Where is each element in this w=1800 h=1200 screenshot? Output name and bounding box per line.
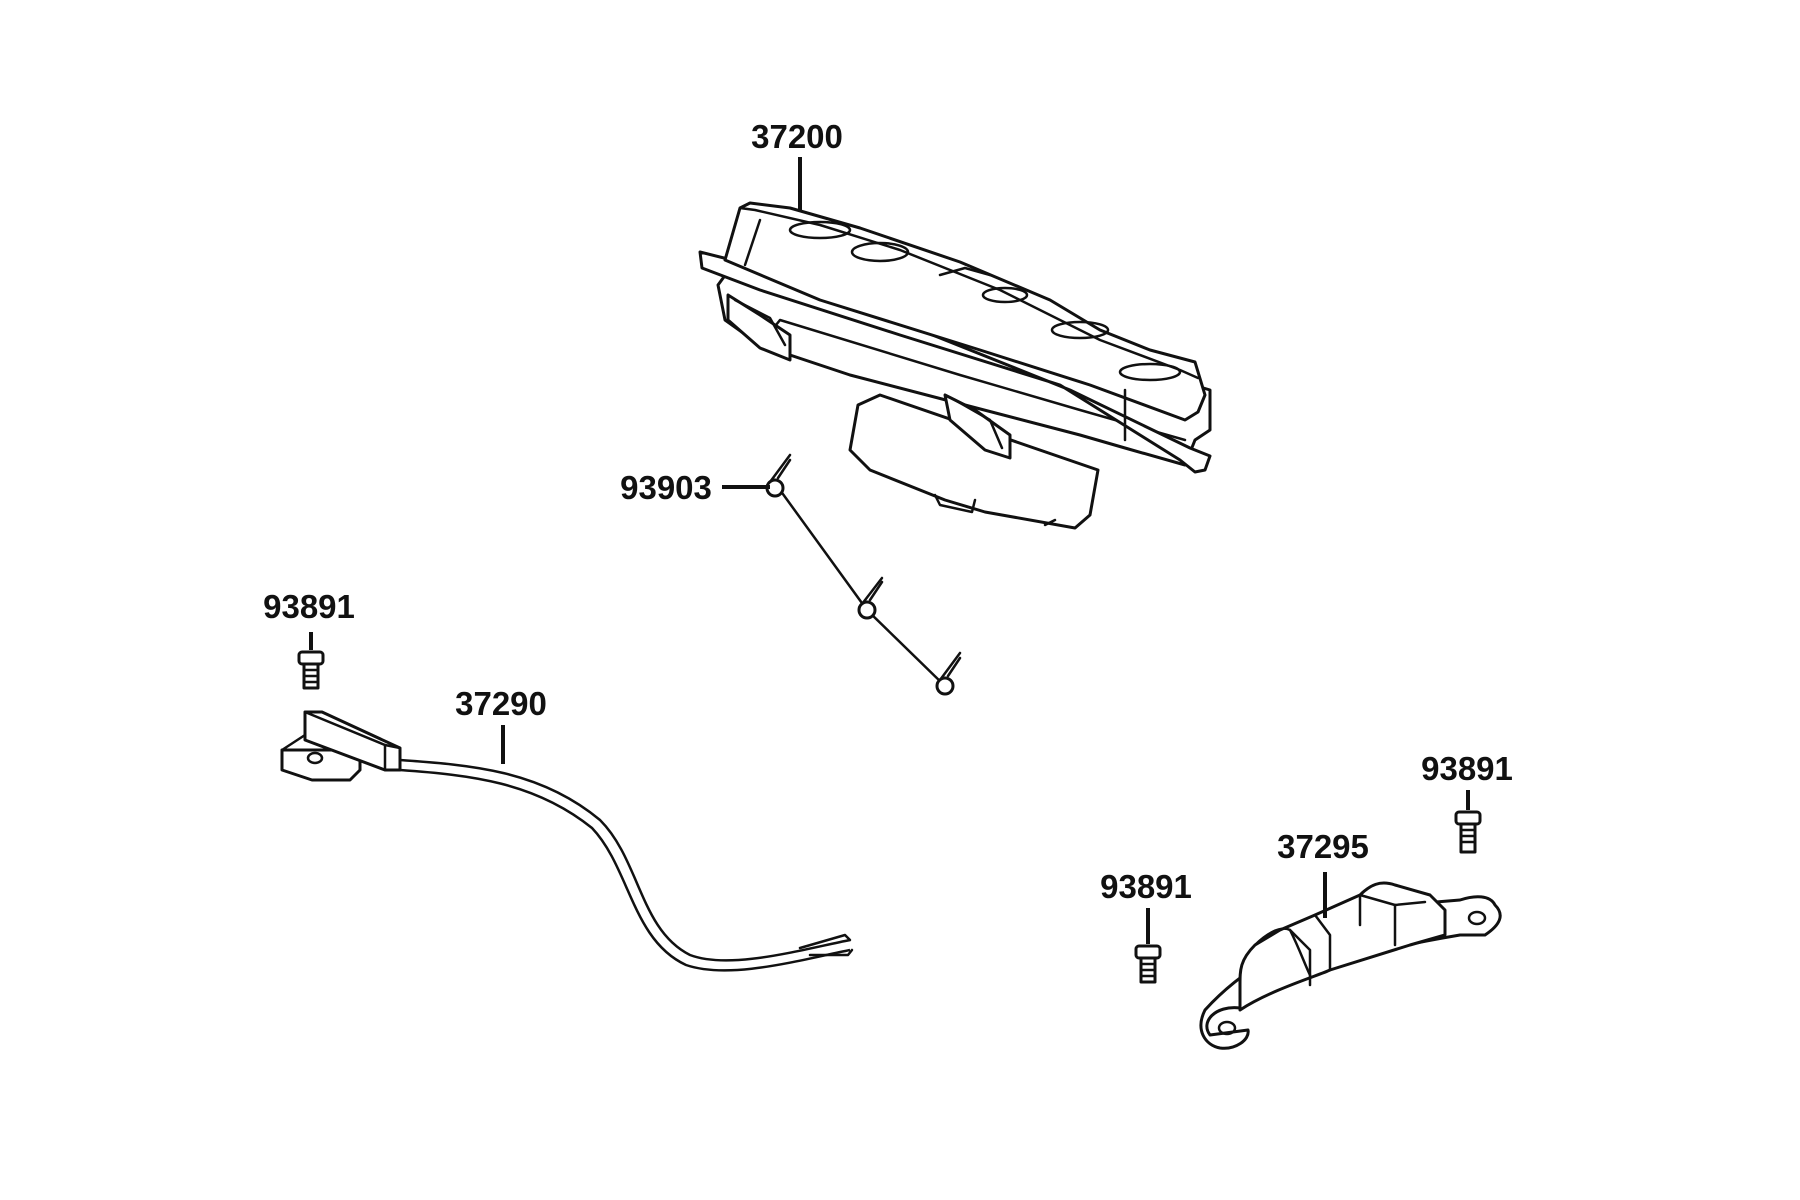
- screw-icon: [857, 576, 884, 620]
- callout-93903: 93903: [620, 469, 712, 506]
- screw-icon: [765, 453, 792, 498]
- callout-93891-cover-left: 93891: [1100, 868, 1192, 905]
- cover-37295: [1199, 881, 1502, 1050]
- screw-chain-93903: [765, 453, 962, 696]
- screw-icon: [935, 651, 962, 696]
- screw-93891-sensor: [297, 632, 325, 690]
- callout-93891-sensor: 93891: [263, 588, 355, 625]
- speedometer-assembly: [698, 201, 1212, 530]
- screw-93891-cover-left: [1134, 908, 1162, 984]
- callout-37295: 37295: [1277, 828, 1369, 865]
- sensor-cable-37290: [280, 710, 854, 972]
- callout-37200: 37200: [751, 118, 843, 155]
- callout-37290: 37290: [455, 685, 547, 722]
- screw-93891-cover-right: [1454, 790, 1482, 854]
- callout-93891-cover-right: 93891: [1421, 750, 1513, 787]
